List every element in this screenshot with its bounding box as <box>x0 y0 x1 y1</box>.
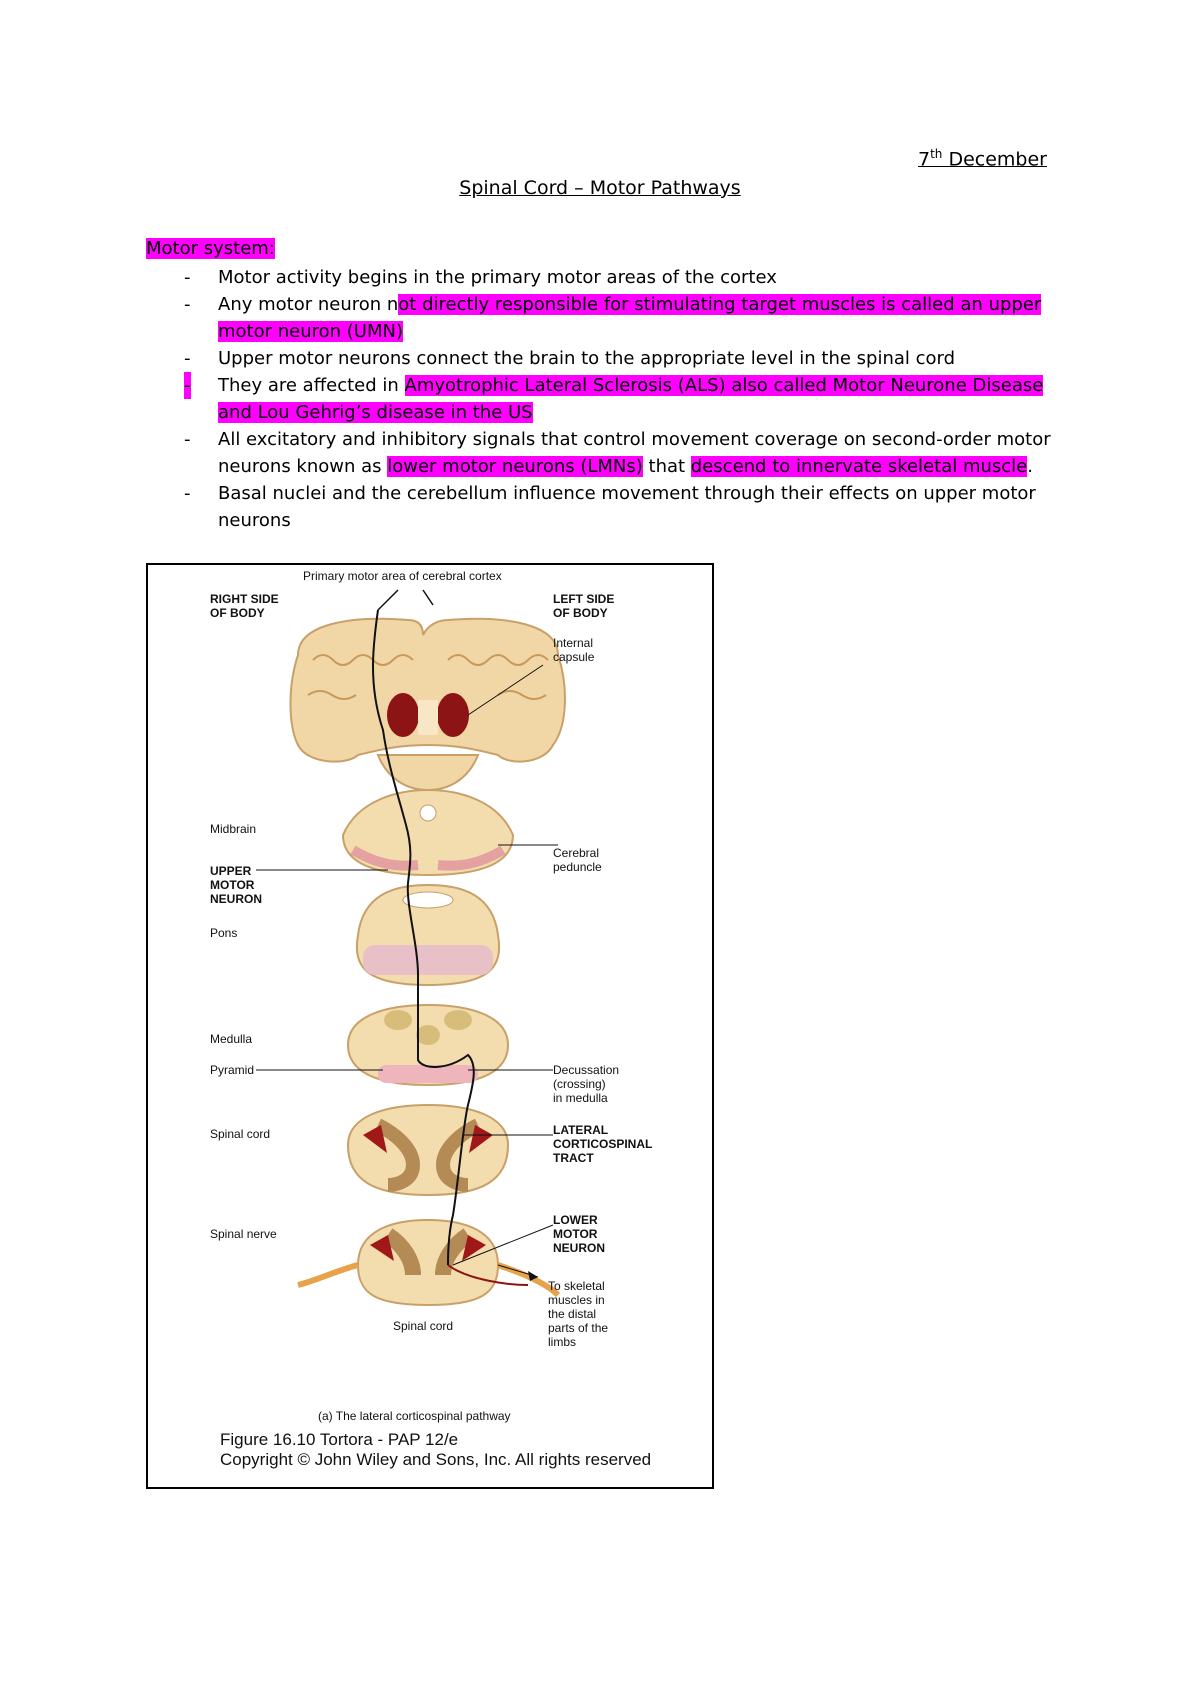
decussation-label: Decussation <box>553 1063 619 1077</box>
spinal-cord-bottom-label: Spinal cord <box>393 1319 453 1333</box>
list-item: -Basal nuclei and the cerebellum influen… <box>146 480 1066 534</box>
internal-capsule-label: Internal <box>553 636 593 650</box>
page-title: Spinal Cord – Motor Pathways <box>459 177 741 199</box>
section-heading: Motor system: <box>146 238 275 259</box>
to-skeletal-label-2: muscles in <box>548 1293 605 1307</box>
internal-capsule-label-2: capsule <box>553 650 595 664</box>
to-skeletal-label-5: limbs <box>548 1335 576 1349</box>
upper-motor-neuron-label-3: NEURON <box>210 892 262 906</box>
pons-section <box>356 883 500 987</box>
lateral-tract-label-3: TRACT <box>553 1151 594 1165</box>
bullet-dash: - <box>184 429 191 450</box>
upper-motor-neuron-label: UPPER <box>210 864 252 878</box>
right-side-label-2: OF BODY <box>210 606 265 620</box>
cerebral-peduncle-label-2: peduncle <box>553 860 602 874</box>
right-side-label: RIGHT SIDE <box>210 592 279 606</box>
notes-list: -Motor activity begins in the primary mo… <box>146 264 1066 534</box>
lower-motor-neuron-label: LOWER <box>553 1213 598 1227</box>
lower-motor-neuron-label-2: MOTOR <box>553 1227 598 1241</box>
pons-label: Pons <box>210 926 237 940</box>
spinal-cord-lower-section <box>297 1218 561 1307</box>
list-item: -They are affected in Amyotrophic Latera… <box>146 372 1066 426</box>
spinal-cord-label: Spinal cord <box>210 1127 270 1141</box>
highlight: descend to innervate skeletal muscle <box>690 456 1028 477</box>
lateral-tract-label: LATERAL <box>553 1123 608 1137</box>
left-side-label-2: OF BODY <box>553 606 608 620</box>
lateral-tract-label-2: CORTICOSPINAL <box>553 1137 652 1151</box>
upper-motor-neuron-label-2: MOTOR <box>210 878 255 892</box>
left-side-label: LEFT SIDE <box>553 592 614 606</box>
bullet-dash: - <box>184 348 191 369</box>
spinal-nerve-label: Spinal nerve <box>210 1227 277 1241</box>
cerebral-peduncle-label: Cerebral <box>553 846 599 860</box>
figure-subcaption: (a) The lateral corticospinal pathway <box>318 1409 511 1423</box>
brain-section <box>289 617 566 792</box>
to-skeletal-label-4: parts of the <box>548 1321 608 1335</box>
list-item: -All excitatory and inhibitory signals t… <box>146 426 1066 480</box>
bullet-dash: - <box>184 372 191 399</box>
bullet-dash: - <box>184 483 191 504</box>
pathway-line <box>372 609 475 1266</box>
figure-caption: Figure 16.10 Tortora - PAP 12/e <box>220 1430 458 1449</box>
list-item: -Any motor neuron not directly responsib… <box>146 291 1066 345</box>
top-label: Primary motor area of cerebral cortex <box>303 569 502 583</box>
date: 7th December <box>918 147 1047 171</box>
bullet-dash: - <box>184 267 191 288</box>
decussation-label-3: in medulla <box>553 1091 608 1105</box>
medulla-section <box>346 1003 510 1087</box>
pyramid-label: Pyramid <box>210 1063 254 1077</box>
bullet-dash: - <box>184 294 191 315</box>
corticospinal-figure: Primary motor area of cerebral cortex RI… <box>146 563 714 1489</box>
highlight: lower motor neurons (LMNs) <box>387 456 643 477</box>
list-item: -Upper motor neurons connect the brain t… <box>146 345 1066 372</box>
figure-copyright: Copyright © John Wiley and Sons, Inc. Al… <box>220 1450 651 1469</box>
spinal-cord-section <box>346 1103 510 1197</box>
lower-motor-neuron-label-3: NEURON <box>553 1241 605 1255</box>
to-skeletal-label: To skeletal <box>548 1279 605 1293</box>
decussation-label-2: (crossing) <box>553 1077 606 1091</box>
list-item: -Motor activity begins in the primary mo… <box>146 264 1066 291</box>
midbrain-section <box>341 788 515 877</box>
to-skeletal-label-3: the distal <box>548 1307 596 1321</box>
figure-illustration: Primary motor area of cerebral cortex RI… <box>210 569 652 1469</box>
medulla-label: Medulla <box>210 1032 252 1046</box>
midbrain-label: Midbrain <box>210 822 256 836</box>
